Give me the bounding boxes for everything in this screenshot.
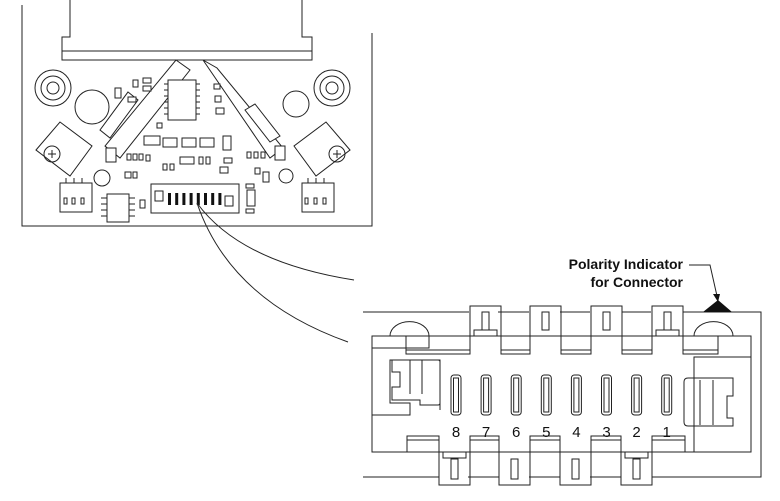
- arrowhead-icon: [713, 294, 720, 302]
- terminal-block-left: [59, 178, 93, 213]
- callout-label-line2: for Connector: [590, 274, 683, 290]
- connector-pin: 4: [570, 374, 582, 441]
- pin-number: 1: [663, 424, 671, 441]
- connector-lip: [405, 336, 471, 355]
- mounting-pad-left: [34, 69, 72, 107]
- pcb-connector-pin: [196, 193, 200, 205]
- connector-tab-top: [469, 305, 502, 337]
- polarity-indicator-triangle: [703, 300, 732, 312]
- pcb-board: [21, 0, 373, 227]
- pcb-connector-pin: [175, 193, 179, 205]
- soic-chip: [101, 193, 135, 223]
- connector-pin: 2: [631, 374, 643, 441]
- pin-number: 4: [572, 424, 580, 441]
- leader-line-top: [196, 202, 355, 281]
- pcb-connector-pin: [204, 193, 207, 205]
- connector-tab-top: [651, 305, 684, 337]
- callout-arrow: [689, 264, 718, 297]
- connector-lip: [529, 435, 561, 452]
- terminal-block-right: [301, 178, 335, 213]
- connector-lip: [621, 336, 653, 355]
- pin-number: 5: [542, 424, 550, 441]
- screw-left: [35, 121, 93, 177]
- callout-label-line1: Polarity Indicator: [569, 256, 684, 272]
- connector-pin: 6: [510, 374, 522, 441]
- leader-line-bottom: [196, 202, 349, 343]
- connector-lip: [469, 435, 500, 452]
- connector-pin: 8: [450, 374, 462, 441]
- pin-number: 7: [482, 424, 490, 441]
- connector-lip: [500, 336, 531, 355]
- connector-lip: [406, 435, 440, 452]
- connector-pin: 1: [661, 374, 673, 441]
- connector-tab-top: [590, 305, 623, 336]
- connector-pin: 7: [480, 374, 492, 441]
- connector-tab-top: [529, 305, 562, 336]
- connector-tab-bottom: [438, 451, 471, 486]
- connector-enlarged: 8 7 6 5 4 3 2 1: [363, 300, 762, 486]
- pin-number: 6: [512, 424, 520, 441]
- pcb-connector-pin: [218, 193, 222, 205]
- pcb-connector-pin: [211, 193, 215, 205]
- pcb-connector-pin: [168, 193, 171, 205]
- connector-lip: [651, 435, 686, 452]
- connector-tab-bottom: [559, 452, 592, 486]
- pcb-connector-pin: [189, 193, 193, 205]
- heatsink: [61, 0, 313, 61]
- connector-pin: 3: [601, 374, 612, 441]
- pin-number: 8: [452, 424, 460, 441]
- pcb-connector-pin: [182, 193, 186, 205]
- screw-right: [293, 121, 351, 177]
- connector-tab-bottom: [620, 451, 653, 486]
- connector-pin: 5: [540, 374, 552, 441]
- mounting-pad-right: [313, 69, 351, 107]
- pin-number: 2: [632, 424, 640, 441]
- connector-lip: [682, 336, 719, 355]
- ic-chip: [167, 79, 197, 121]
- connector-tab-bottom: [498, 452, 531, 486]
- connector-lip: [590, 435, 622, 452]
- sensor-arm-right: [202, 59, 284, 159]
- pcb-connector: [150, 183, 240, 214]
- pin-number: 3: [602, 424, 610, 441]
- connector-lip: [560, 336, 592, 355]
